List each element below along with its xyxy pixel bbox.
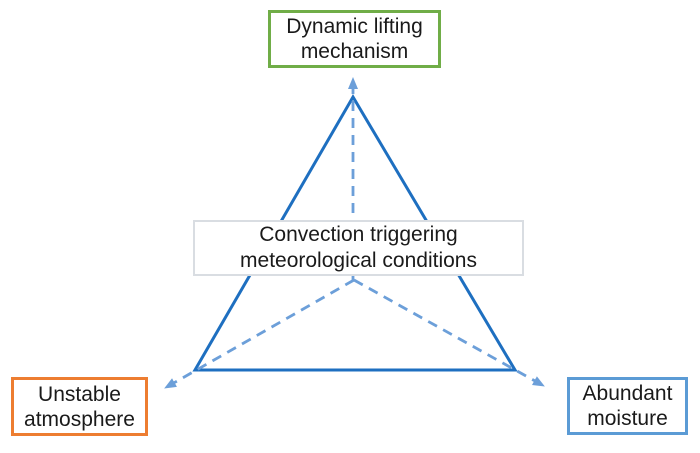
dashed-arrow-to-bottom-right bbox=[353, 278, 545, 388]
node-label-line: Abundant bbox=[582, 382, 673, 405]
node-label-line: meteorological conditions bbox=[240, 249, 477, 272]
node-label-line: mechanism bbox=[300, 40, 409, 63]
node-label-line: Convection triggering bbox=[259, 223, 458, 246]
node-dynamic-lifting-mechanism: Dynamic lifting mechanism bbox=[268, 10, 441, 68]
node-label-line: Dynamic lifting bbox=[286, 15, 423, 38]
node-abundant-moisture: Abundant moisture bbox=[567, 377, 688, 435]
dashed-arrow-to-bottom-left bbox=[164, 278, 355, 390]
node-label-line: Unstable bbox=[38, 382, 121, 406]
node-unstable-atmosphere: Unstable atmosphere bbox=[11, 377, 148, 436]
node-convection-triggering-conditions: Convection triggering meteorological con… bbox=[193, 220, 524, 276]
node-label-line: atmosphere bbox=[24, 407, 135, 431]
node-label-line: moisture bbox=[587, 407, 668, 430]
